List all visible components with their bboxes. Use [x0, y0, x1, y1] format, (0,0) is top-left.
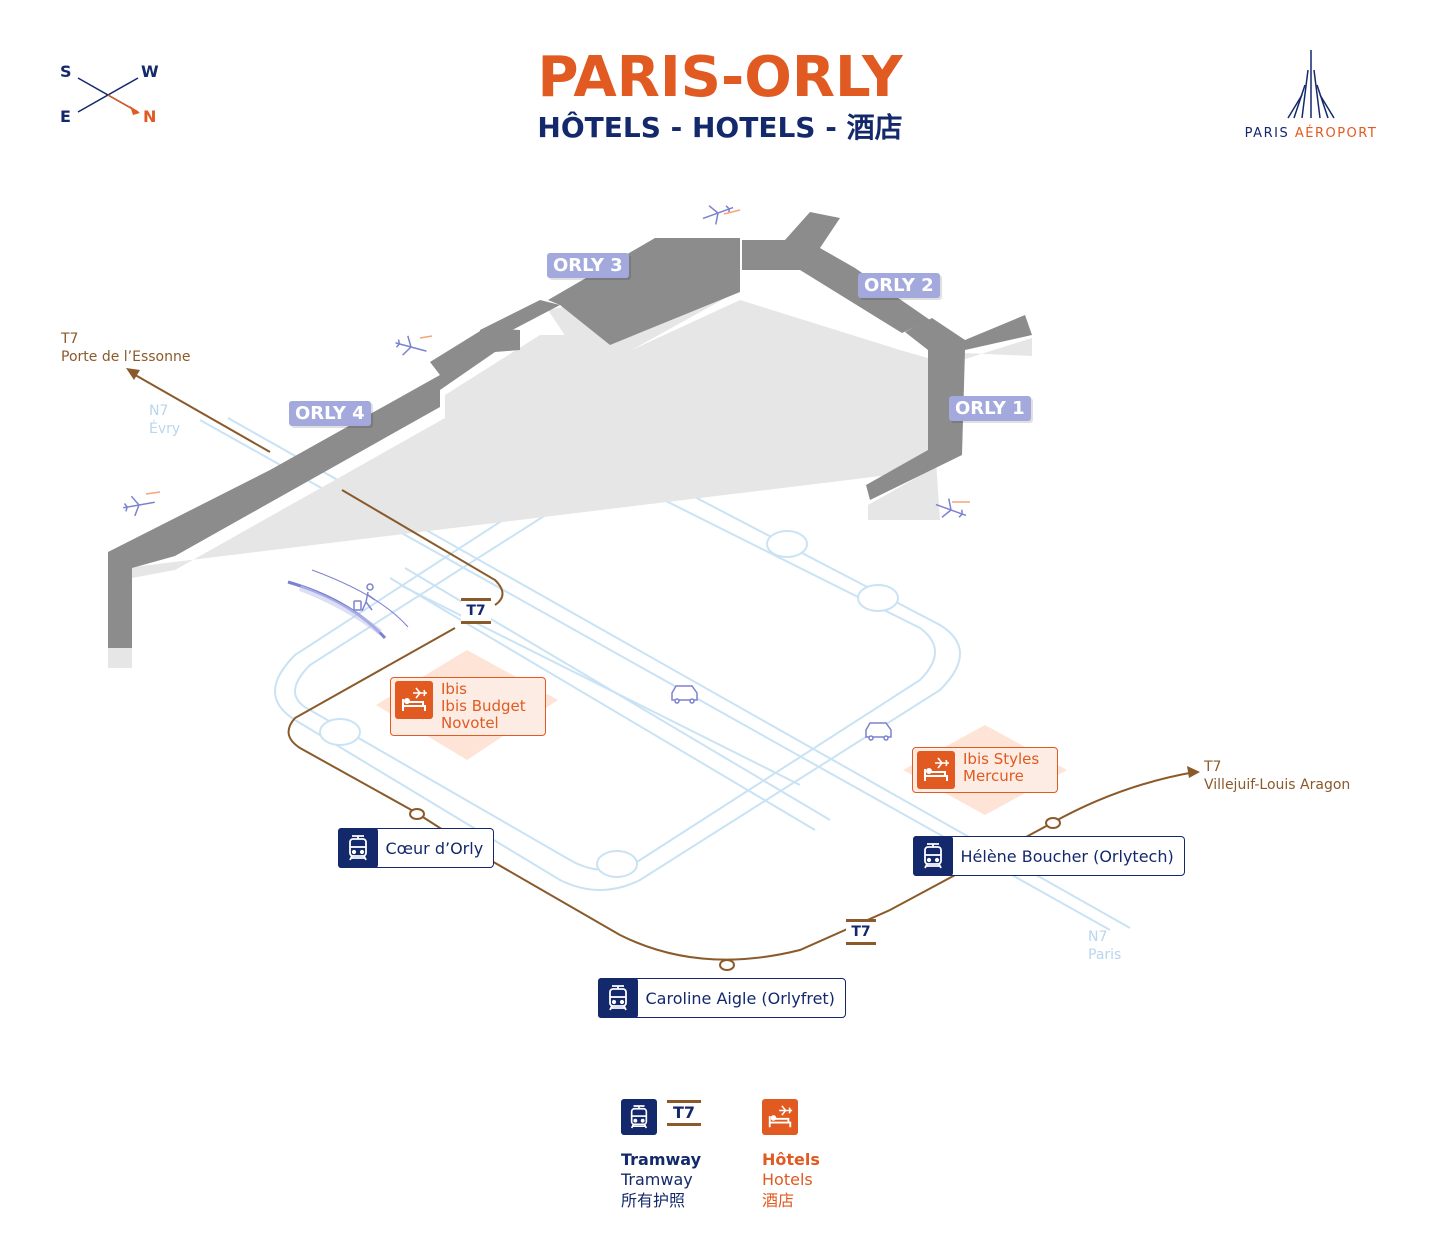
- t7-east-line-label: T7: [1204, 759, 1222, 775]
- legend-hotel-icon: [762, 1099, 798, 1135]
- terminal-label-orly4[interactable]: ORLY 4: [289, 401, 371, 426]
- compass-east-label: E: [60, 107, 71, 126]
- pedestrian-path: [287, 569, 409, 640]
- legend-tram-zh: 所有护照: [621, 1191, 686, 1210]
- pedestrian-icon: [353, 583, 376, 612]
- paris-aeroport-logo: [1287, 50, 1335, 119]
- hotel-name: Ibis: [441, 680, 467, 698]
- airplane-accents: [145, 209, 970, 503]
- airplane-icon: [123, 205, 967, 518]
- t7-badge-north: T7: [461, 598, 491, 624]
- hotel-icon: [395, 681, 433, 719]
- station-name: Caroline Aigle (Orlyfret): [645, 988, 835, 1008]
- compass-icon: [77, 77, 140, 115]
- legend-hotel-en: Hotels: [762, 1170, 813, 1189]
- t7-arrowheads: [126, 368, 1200, 778]
- logo-part-2: AÉROPORT: [1294, 126, 1378, 141]
- station-caroline-aigle[interactable]: Caroline Aigle (Orlyfret): [597, 978, 846, 1018]
- t7-east-destination: T7 Villejuif-Louis Aragon: [1204, 758, 1350, 794]
- hotel-group-west[interactable]: Ibis Ibis Budget Novotel: [390, 677, 546, 736]
- n7-east-name-label: Paris: [1088, 947, 1122, 963]
- legend-hotel-fr: Hôtels: [762, 1150, 820, 1169]
- legend-tram-icon: [621, 1099, 657, 1135]
- station-name: Cœur d’Orly: [385, 838, 484, 858]
- n7-west-destination: N7 Évry: [149, 402, 180, 438]
- t7-west-destination: T7 Porte de l’Essonne: [61, 330, 190, 366]
- terminal-label-orly2[interactable]: ORLY 2: [858, 273, 940, 298]
- terminal-label-orly1[interactable]: ORLY 1: [949, 396, 1031, 421]
- hotel-name: Ibis Budget: [441, 697, 526, 715]
- hotel-name: Ibis Styles: [963, 750, 1040, 768]
- n7-east-road-label: N7: [1088, 929, 1108, 945]
- n7-west-name-label: Évry: [149, 421, 181, 437]
- t7-west-line-label: T7: [61, 331, 79, 347]
- hotel-name: Mercure: [963, 767, 1024, 785]
- t7-badge-south: T7: [846, 919, 876, 945]
- page-subtitle: HÔTELS - HOTELS - 酒店: [537, 111, 903, 144]
- hotel-name: Novotel: [441, 714, 499, 732]
- legend-hotels-text: Hôtels Hotels 酒店: [762, 1150, 820, 1211]
- compass-west-label: W: [141, 62, 159, 81]
- legend-hotel-zh: 酒店: [762, 1191, 795, 1210]
- hotel-icon: [768, 1105, 793, 1128]
- page-title: PARIS-ORLY: [537, 45, 903, 110]
- t7-west-name-label: Porte de l’Essonne: [61, 349, 191, 365]
- tram-icon: [337, 828, 378, 868]
- legend-tramway-text: Tramway Tramway 所有护照: [621, 1150, 701, 1211]
- legend-t7-badge: T7: [667, 1100, 701, 1126]
- station-helene-boucher[interactable]: Hélène Boucher (Orlytech): [912, 836, 1185, 876]
- compass-north-label: N: [143, 107, 157, 126]
- hotel-names-east: Ibis Styles Mercure: [963, 751, 1039, 785]
- tram-stop-markers: [409, 808, 1061, 971]
- station-coeur-dorly[interactable]: Cœur d’Orly: [337, 828, 495, 868]
- hotel-group-east[interactable]: Ibis Styles Mercure: [912, 747, 1058, 793]
- hotel-icon: [917, 751, 955, 789]
- tram-icon: [597, 978, 638, 1018]
- terminal-label-orly3[interactable]: ORLY 3: [547, 253, 629, 278]
- n7-east-destination: N7 Paris: [1088, 928, 1121, 964]
- station-name: Hélène Boucher (Orlytech): [960, 846, 1174, 866]
- legend-tram-fr: Tramway: [621, 1150, 702, 1169]
- logo-part-1: PARIS: [1244, 126, 1290, 141]
- tram-icon: [912, 836, 953, 876]
- tram-icon: [630, 1105, 648, 1129]
- n7-west-road-label: N7: [149, 403, 169, 419]
- logo-wordmark: PARIS AÉROPORT: [1236, 126, 1386, 141]
- compass-south-label: S: [60, 62, 72, 81]
- car-icon: [671, 685, 892, 741]
- hotel-names-west: Ibis Ibis Budget Novotel: [441, 681, 526, 732]
- t7-east-name-label: Villejuif-Louis Aragon: [1204, 777, 1351, 793]
- legend-tram-en: Tramway: [621, 1170, 693, 1189]
- terminal-shadows: [108, 270, 1032, 668]
